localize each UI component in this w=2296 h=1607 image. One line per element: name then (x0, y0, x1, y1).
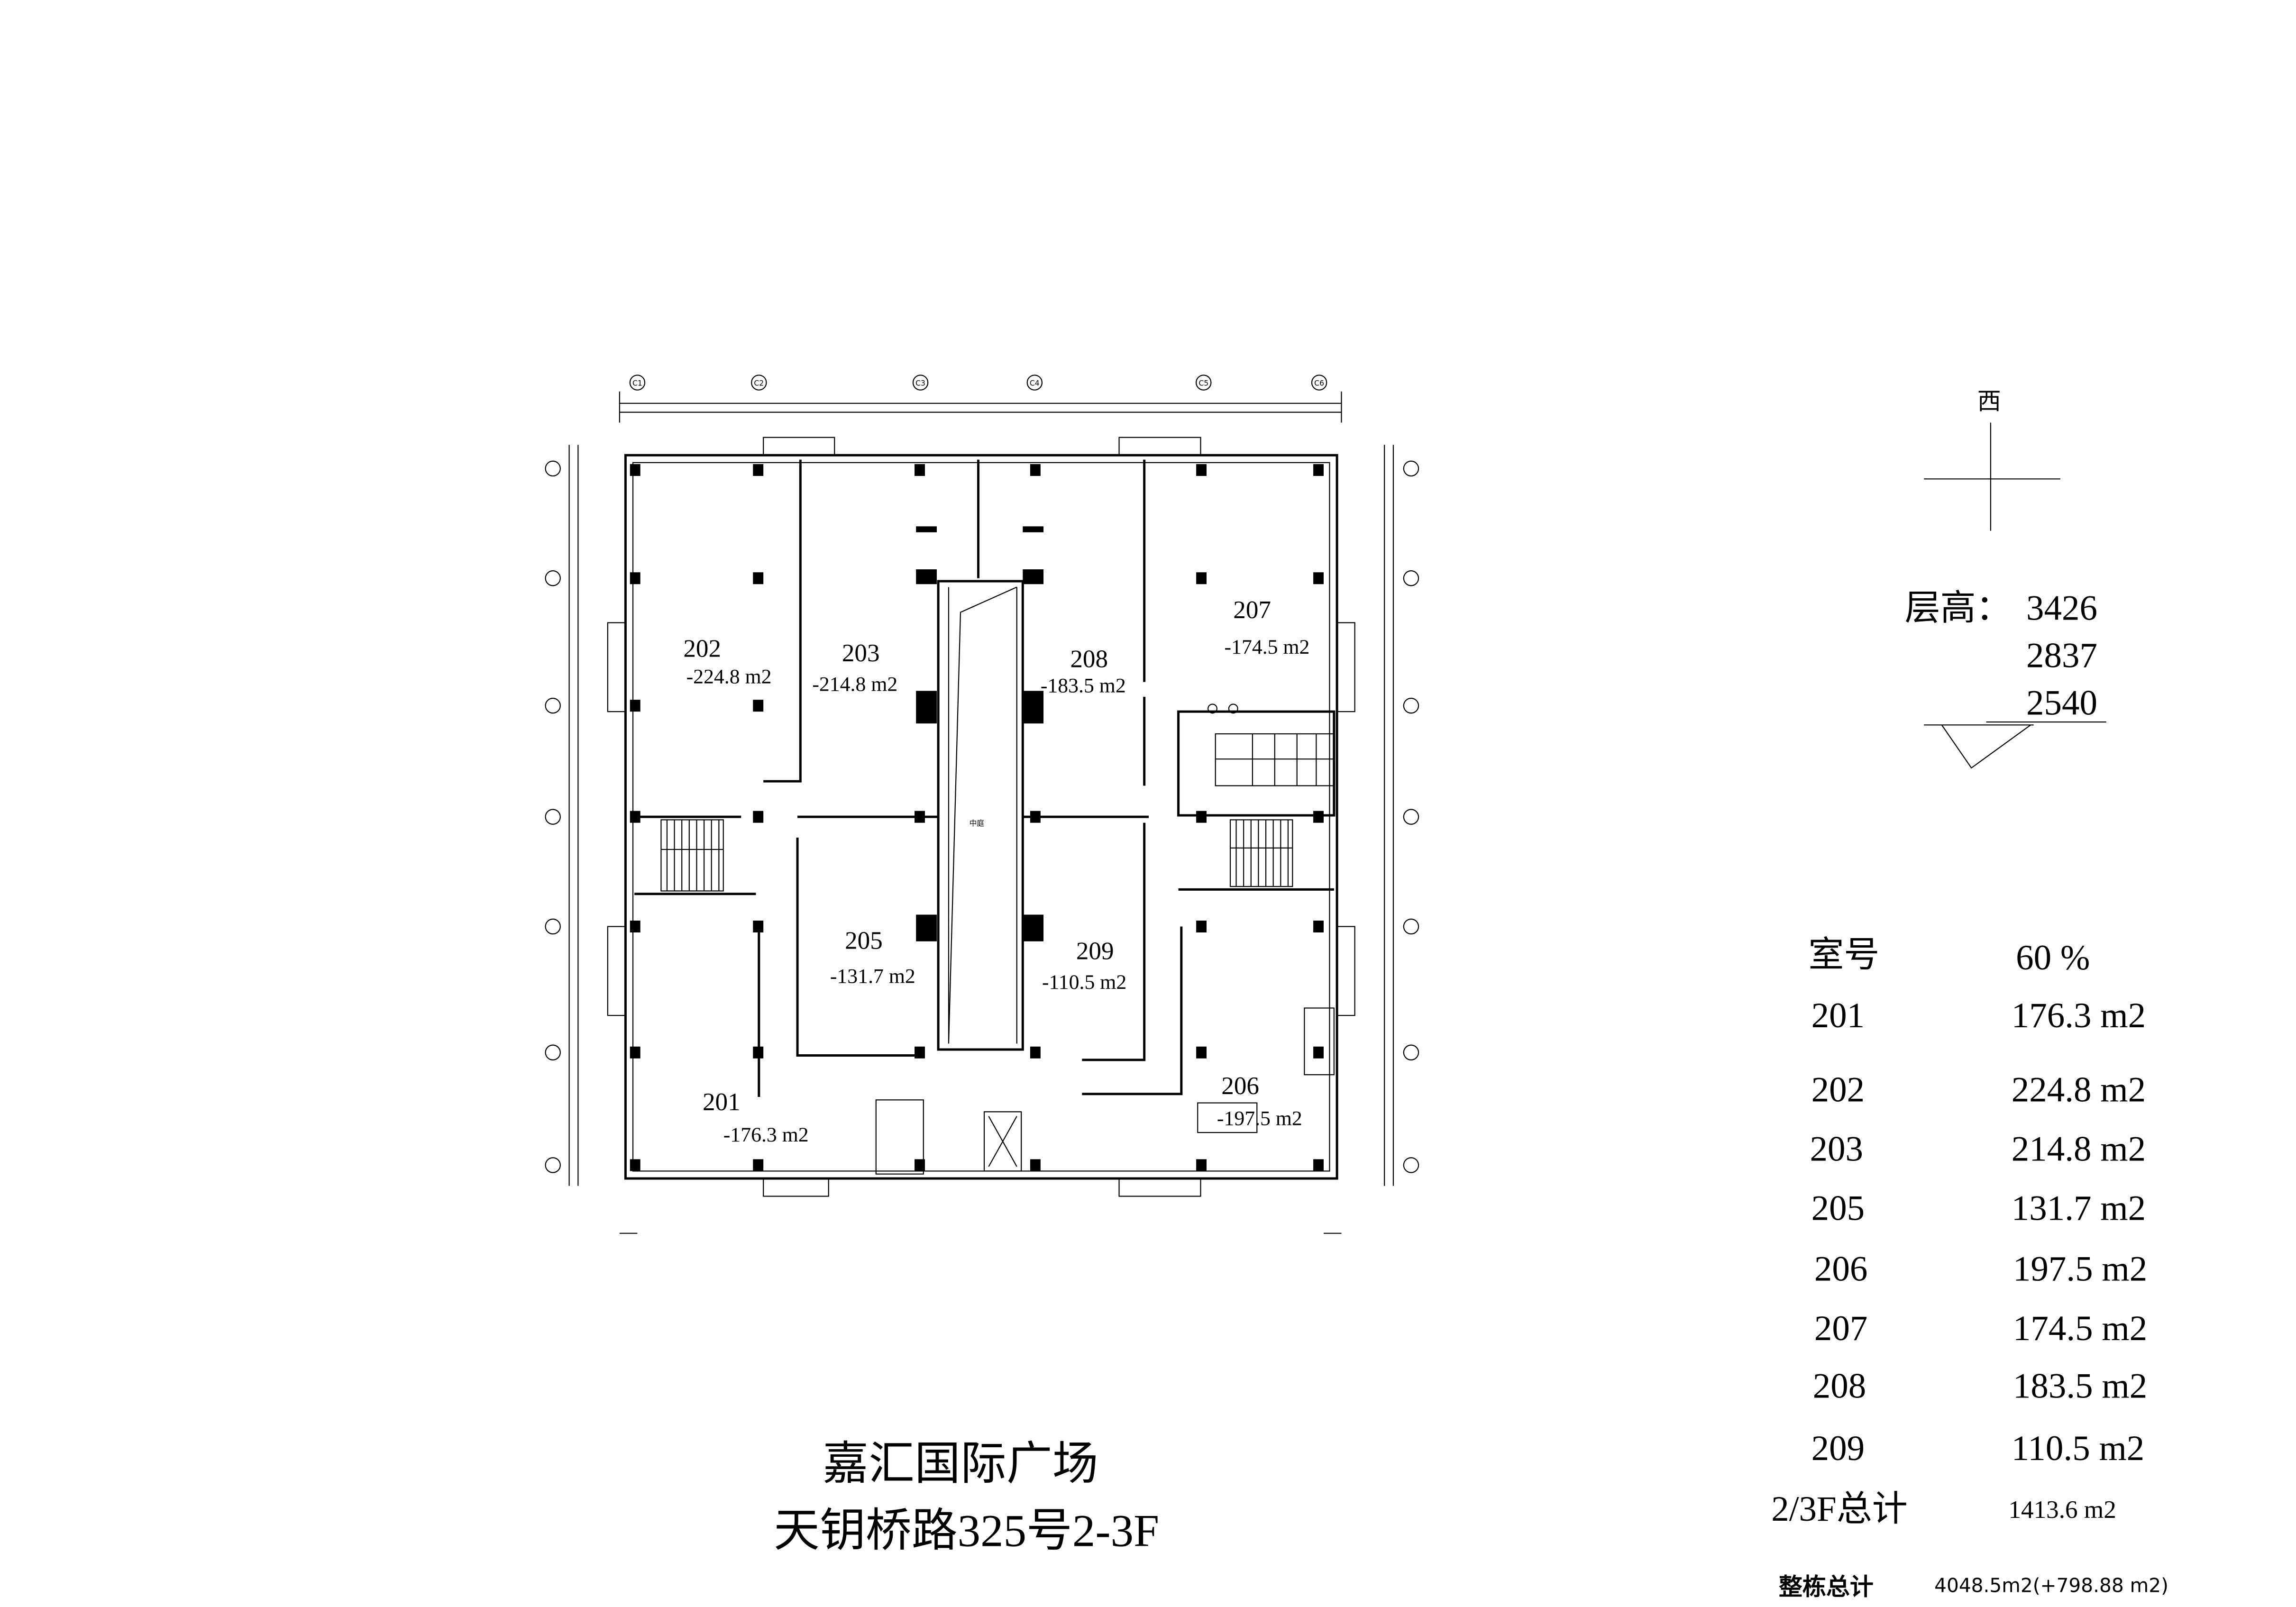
stair (660, 819, 1335, 1175)
table-room: 205 (1811, 1189, 1865, 1228)
drawing-title: 嘉汇国际广场 天钥桥路325号2-3F (774, 1439, 1159, 1556)
orientation-label: 西 (1977, 387, 2001, 415)
room-area: -197.5 m2 (1217, 1107, 1302, 1130)
table-area: 176.3 m2 (2012, 996, 2146, 1035)
room-number: 208 (1070, 645, 1108, 673)
atrium: 中庭 (937, 580, 1024, 1051)
axis-label: C4 (1030, 378, 1040, 387)
grid-axes-side (545, 460, 1419, 1173)
grid-axes-top: C1 C2 C3 C4 C5 C6 (629, 374, 1327, 391)
floor-total-value: 1413.6 m2 (2008, 1496, 2116, 1524)
table-room: 201 (1811, 996, 1865, 1035)
axis-label: C5 (1198, 378, 1208, 387)
room-area: -174.5 m2 (1225, 636, 1310, 658)
room-area: -183.5 m2 (1041, 675, 1126, 697)
room-area: -131.7 m2 (830, 965, 915, 987)
floor-height-value: 2837 (2026, 636, 2097, 675)
table-area: 110.5 m2 (2012, 1429, 2145, 1468)
building-total: 整栋总计 4048.5m2(+798.88 m2) (1779, 1573, 2168, 1601)
table-room: 207 (1814, 1309, 1868, 1348)
room-number: 207 (1233, 596, 1271, 624)
floor-plan: C1 C2 C3 C4 C5 C6 (545, 374, 1419, 1234)
floor-height-block: 层高： 3426 2837 2540 (1905, 588, 2106, 769)
table-header-room: 室号 (1808, 935, 1879, 975)
restroom (1207, 703, 1335, 786)
axis-label: C2 (754, 378, 764, 387)
structural-columns (630, 464, 1324, 1171)
building-total-value: 4048.5m2(+798.88 m2) (1934, 1574, 2168, 1597)
floor-total-label: 2/3F总计 (1771, 1489, 1908, 1529)
room-number: 203 (842, 639, 880, 667)
room-number: 205 (845, 927, 883, 954)
table-area: 183.5 m2 (2013, 1367, 2147, 1406)
room-area: -110.5 m2 (1042, 971, 1126, 994)
orientation-marker: 西 (1924, 387, 2060, 531)
table-room: 203 (1810, 1129, 1863, 1169)
table-header-ratio: 60 % (2016, 938, 2090, 977)
room-number: 209 (1076, 937, 1114, 965)
axis-label: C3 (915, 378, 925, 387)
room-area: -224.8 m2 (686, 666, 772, 688)
axis-label: C1 (632, 378, 642, 387)
room-number: 206 (1221, 1072, 1259, 1100)
table-area: 131.7 m2 (2012, 1189, 2146, 1228)
table-area: 224.8 m2 (2012, 1070, 2146, 1109)
table-room: 202 (1811, 1070, 1865, 1109)
project-address: 天钥桥路325号2-3F (774, 1505, 1159, 1556)
room-area: -214.8 m2 (812, 673, 897, 695)
area-table: 室号 60 % 201 176.3 m2 202 224.8 m2 203 21… (1771, 935, 2147, 1529)
table-room: 209 (1811, 1429, 1865, 1468)
room-number: 201 (703, 1088, 741, 1116)
floor-height-label: 层高： (1905, 588, 2012, 628)
axis-label: C6 (1314, 378, 1324, 387)
building-total-label: 整栋总计 (1779, 1573, 1874, 1601)
room-number: 202 (683, 635, 721, 662)
project-name: 嘉汇国际广场 (823, 1439, 1098, 1489)
atrium-label: 中庭 (970, 819, 985, 828)
table-area: 197.5 m2 (2013, 1250, 2147, 1289)
table-area: 214.8 m2 (2012, 1129, 2146, 1169)
table-room: 206 (1814, 1250, 1868, 1289)
table-area: 174.5 m2 (2013, 1309, 2147, 1348)
level-triangle-icon (1924, 724, 2034, 769)
floor-height-value: 2540 (2026, 683, 2097, 722)
floor-height-value: 3426 (2026, 588, 2097, 628)
table-room: 208 (1813, 1367, 1866, 1406)
room-area: -176.3 m2 (723, 1123, 809, 1146)
